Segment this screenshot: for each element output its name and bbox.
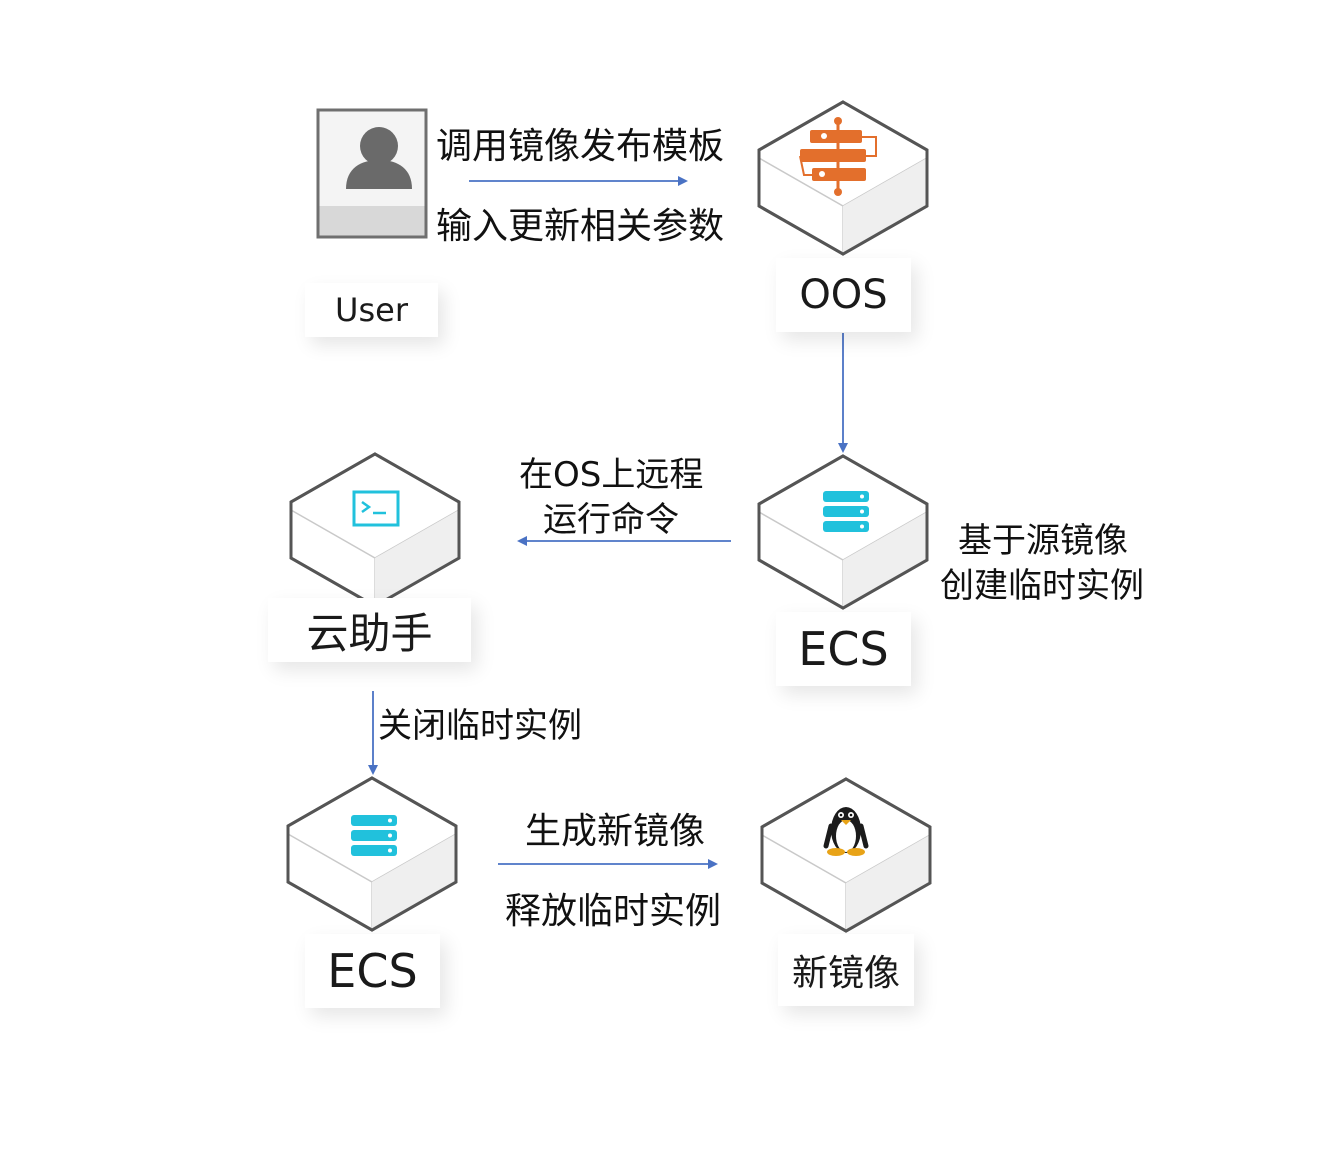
node-label-oos: OOS	[776, 258, 911, 332]
edge-label-ecs-assistant-2: 运行命令	[543, 500, 679, 540]
edge-label-assistant-ecs: 关闭临时实例	[378, 706, 582, 746]
edge-note-ecs-1: 基于源镜像	[958, 521, 1128, 561]
linux-penguin-icon	[823, 807, 869, 856]
edge-label-ecs-assistant-1: 在OS上远程	[519, 455, 704, 495]
new-image-label: 新镜像	[791, 953, 900, 994]
user-label: User	[335, 291, 408, 329]
oos-cube	[757, 100, 929, 256]
cloud-assistant-label: 云助手	[306, 608, 433, 658]
ecs-top-label: ECS	[798, 622, 889, 676]
server-icon	[823, 491, 869, 532]
edge-label-user-oos-2: 输入更新相关参数	[436, 206, 725, 247]
node-label-user: User	[305, 283, 438, 337]
node-label-cloud-assistant: 云助手	[268, 598, 471, 662]
node-label-ecs-top: ECS	[776, 612, 911, 686]
edge-label-user-oos-1: 调用镜像发布模板	[436, 126, 725, 167]
edge-label-ecs-image-1: 生成新镜像	[525, 811, 706, 852]
ecs-top-cube	[757, 454, 929, 610]
cloud-assistant-cube	[289, 452, 461, 608]
edge-label-ecs-image-2: 释放临时实例	[505, 891, 722, 932]
new-image-cube	[760, 777, 932, 933]
ecs-bottom-cube	[286, 776, 458, 932]
node-label-new-image: 新镜像	[778, 934, 914, 1006]
node-label-ecs-bottom: ECS	[305, 934, 440, 1008]
oos-label: OOS	[799, 272, 888, 318]
user-avatar-icon	[316, 108, 428, 239]
terminal-icon	[352, 490, 400, 527]
server-icon	[351, 815, 397, 856]
edge-note-ecs-2: 创建临时实例	[940, 566, 1144, 606]
oos-orchestration-icon	[799, 117, 877, 196]
ecs-bottom-label: ECS	[327, 944, 418, 998]
